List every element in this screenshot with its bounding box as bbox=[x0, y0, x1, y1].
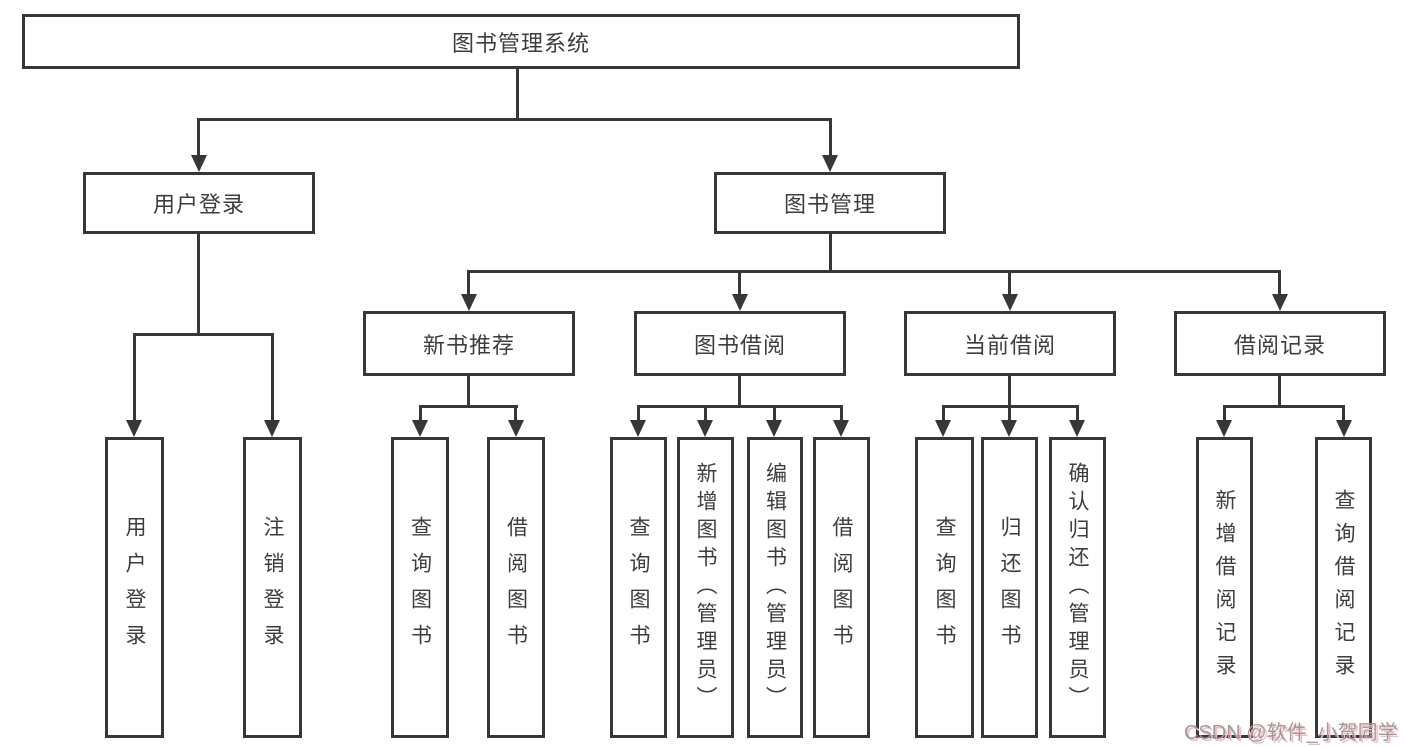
connector-leaf-cb-query-drop bbox=[942, 407, 945, 421]
arrowhead-leaf-cb-return bbox=[1001, 420, 1017, 437]
node-book-borrowing: 图书借阅 bbox=[634, 311, 846, 376]
arrowhead-leaf-logout bbox=[264, 420, 280, 437]
arrowhead-leaf-bb-add bbox=[697, 420, 713, 437]
connector-leaf-bb-add-drop bbox=[704, 407, 707, 421]
node-current-borrowing: 当前借阅 bbox=[904, 311, 1116, 376]
connector-level2-bar bbox=[197, 118, 832, 121]
arrowhead-leaf-br-query bbox=[1336, 420, 1352, 437]
arrowhead-book-management bbox=[822, 155, 838, 172]
arrowhead-leaf-cb-confirm bbox=[1069, 420, 1085, 437]
connector-leaf-cb-confirm-drop bbox=[1076, 407, 1079, 421]
connector-borrowing-records-children-bar bbox=[1223, 405, 1345, 408]
arrowhead-current-borrowing bbox=[1002, 294, 1018, 311]
arrowhead-leaf-cb-query bbox=[935, 420, 951, 437]
connector-level3-bar bbox=[467, 270, 1281, 273]
connector-leaf-br-add-drop bbox=[1223, 407, 1226, 421]
connector-leaf-nb-borrow-drop bbox=[514, 407, 517, 421]
arrowhead-leaf-nb-borrow bbox=[508, 420, 524, 437]
arrowhead-leaf-user-login bbox=[126, 420, 142, 437]
node-root: 图书管理系统 bbox=[22, 14, 1020, 69]
arrowhead-new-book bbox=[461, 294, 477, 311]
connector-new-book-stem bbox=[467, 376, 470, 407]
node-book-management: 图书管理 bbox=[714, 172, 946, 234]
connector-leaf-bb-query-drop bbox=[637, 407, 640, 421]
connector-leaf-user-login-drop bbox=[133, 334, 136, 421]
connector-book-management-stem bbox=[829, 233, 832, 272]
leaf-cb-query-books: 查询图书 bbox=[915, 437, 974, 738]
connector-root-stem bbox=[516, 69, 519, 120]
arrowhead-leaf-br-add bbox=[1216, 420, 1232, 437]
connector-book-borrowing-drop bbox=[738, 272, 741, 295]
leaf-bb-add-books-admin: 新增图书（管理员） bbox=[677, 437, 734, 738]
arrowhead-leaf-bb-query bbox=[630, 420, 646, 437]
connector-book-borrowing-children-bar bbox=[637, 405, 843, 408]
csdn-watermark: CSDN @软件_小贺同学 bbox=[1184, 722, 1398, 744]
connector-user-login-drop bbox=[197, 119, 200, 157]
connector-leaf-bb-borrow-drop bbox=[840, 407, 843, 421]
arrowhead-user-login bbox=[191, 155, 207, 172]
node-user-login: 用户登录 bbox=[83, 172, 315, 234]
connector-leaf-logout-drop bbox=[271, 334, 274, 421]
connector-current-borrowing-drop bbox=[1008, 272, 1011, 295]
leaf-cb-confirm-return-admin: 确认归还（管理员） bbox=[1049, 437, 1106, 738]
leaf-cb-return-books: 归还图书 bbox=[981, 437, 1038, 738]
leaf-br-query-record: 查询借阅记录 bbox=[1315, 437, 1372, 738]
connector-borrowing-records-stem bbox=[1278, 376, 1281, 407]
leaf-user-login: 用户登录 bbox=[105, 437, 164, 738]
leaf-logout: 注销登录 bbox=[243, 437, 302, 738]
node-new-book-recommend: 新书推荐 bbox=[363, 311, 575, 376]
leaf-bb-edit-books-admin: 编辑图书（管理员） bbox=[747, 437, 803, 738]
leaf-nb-borrow-books: 借阅图书 bbox=[487, 437, 545, 738]
connector-leaf-br-query-drop bbox=[1342, 407, 1345, 421]
leaf-bb-borrow-books: 借阅图书 bbox=[813, 437, 870, 738]
arrowhead-leaf-bb-borrow bbox=[833, 420, 849, 437]
connector-leaf-nb-query-drop bbox=[419, 407, 422, 421]
connector-current-borrowing-stem bbox=[1008, 376, 1011, 407]
leaf-nb-query-books: 查询图书 bbox=[391, 437, 449, 738]
connector-borrowing-records-drop bbox=[1278, 272, 1281, 295]
arrowhead-borrowing-records bbox=[1272, 294, 1288, 311]
connector-current-borrowing-children-bar bbox=[942, 405, 1079, 408]
leaf-bb-query-books: 查询图书 bbox=[610, 437, 667, 738]
leaf-br-add-record: 新增借阅记录 bbox=[1196, 437, 1253, 738]
connector-new-book-children-bar bbox=[419, 405, 518, 408]
arrowhead-book-borrowing bbox=[732, 294, 748, 311]
connector-leaf-cb-return-drop bbox=[1008, 407, 1011, 421]
connector-new-book-drop bbox=[467, 272, 470, 295]
arrowhead-leaf-bb-edit bbox=[766, 420, 782, 437]
connector-book-borrowing-stem bbox=[738, 376, 741, 407]
connector-leaf-bb-edit-drop bbox=[773, 407, 776, 421]
connector-book-management-drop bbox=[829, 119, 832, 157]
node-borrowing-records: 借阅记录 bbox=[1174, 311, 1386, 376]
arrowhead-leaf-nb-query bbox=[412, 420, 428, 437]
connector-user-login-children-bar bbox=[133, 333, 274, 336]
connector-user-login-stem bbox=[197, 233, 200, 335]
